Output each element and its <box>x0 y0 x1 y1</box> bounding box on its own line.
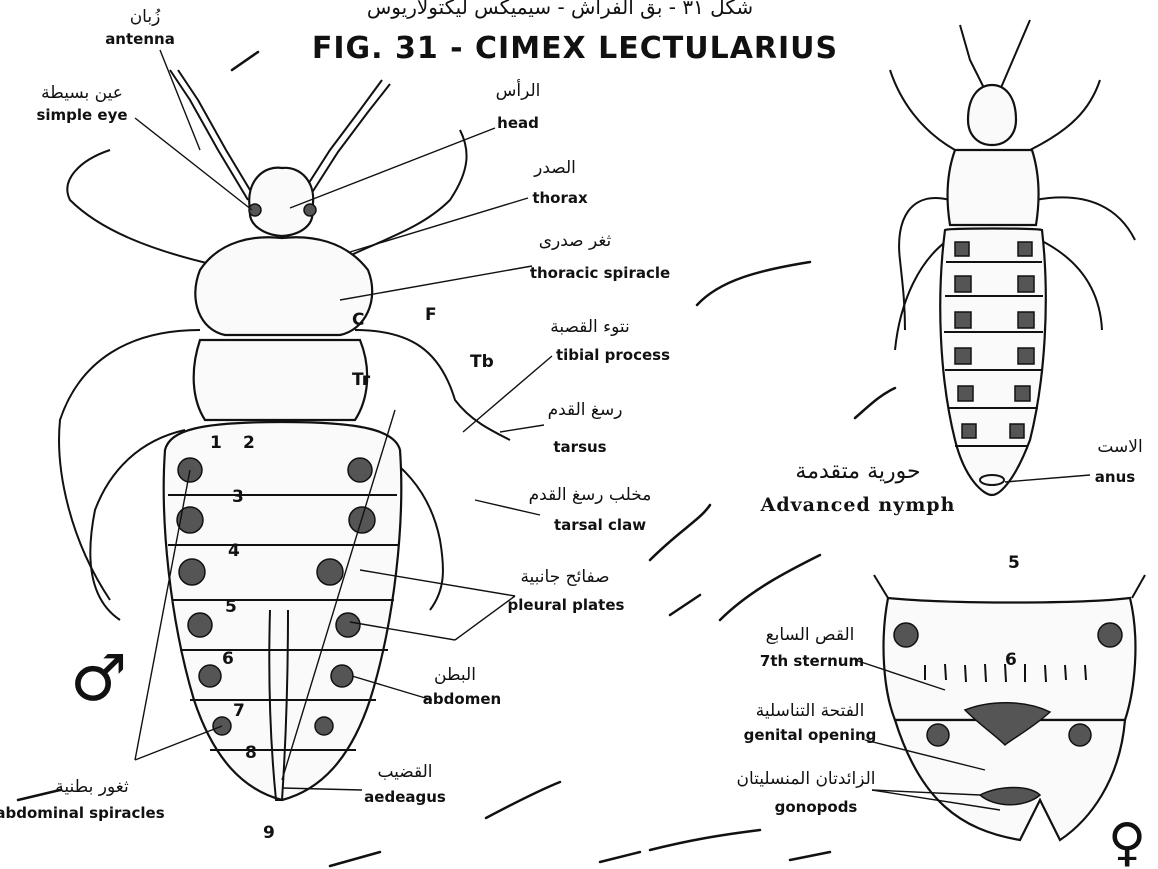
label-tarsal-claw: مخلب رسغ القدم tarsal claw <box>475 485 651 534</box>
leg-letter-coxa: C <box>352 310 364 330</box>
svg-text:gonopods: gonopods <box>775 798 858 816</box>
svg-text:الاست: الاست <box>1097 437 1142 457</box>
svg-text:ثغر صدرى: ثغر صدرى <box>539 231 612 251</box>
svg-text:7th sternum: 7th sternum <box>760 652 864 670</box>
segment-number: 3 <box>232 487 244 507</box>
svg-text:tarsal claw: tarsal claw <box>554 516 646 534</box>
svg-text:القص السابع: القص السابع <box>766 625 855 645</box>
svg-text:مخلب رسغ القدم: مخلب رسغ القدم <box>529 485 652 505</box>
label-simple-eye: عين بسيطة simple eye <box>36 83 252 210</box>
segment-number: 6 <box>222 649 234 669</box>
svg-text:genital opening: genital opening <box>744 726 877 744</box>
segment-number: 2 <box>243 433 255 453</box>
female-segment-5: 5 <box>1008 553 1020 573</box>
svg-text:الصدر: الصدر <box>533 158 576 178</box>
svg-text:abdominal spiracles: abdominal spiracles <box>0 804 165 822</box>
svg-text:antenna: antenna <box>105 30 175 48</box>
svg-text:thoracic spiracle: thoracic spiracle <box>530 264 670 282</box>
leg-letter-tibia: Tb <box>470 352 494 372</box>
svg-text:الفتحة التناسلية: الفتحة التناسلية <box>756 701 865 721</box>
segment-number: 1 <box>210 433 222 453</box>
male-bedbug-illustration: 1 2 3 4 5 6 7 8 9 C F Tb Tr <box>59 70 510 843</box>
svg-text:صفائح جانبية: صفائح جانبية <box>520 567 609 587</box>
segment-number: 4 <box>228 541 240 561</box>
svg-text:head: head <box>497 114 539 132</box>
svg-text:simple eye: simple eye <box>36 106 127 124</box>
segment-number: 7 <box>233 701 245 721</box>
leg-letter-trochanter: Tr <box>352 370 371 390</box>
label-pleural-plates: صفائح جانبية pleural plates <box>360 567 625 640</box>
nymph-label-ar: حورية متقدمة <box>795 459 920 484</box>
female-segment-6: 6 <box>1005 650 1017 670</box>
segment-number: 8 <box>245 743 257 763</box>
svg-text:القضيب: القضيب <box>377 762 432 782</box>
segment-number: 9 <box>263 823 275 843</box>
svg-text:زُبان: زُبان <box>130 7 161 27</box>
svg-text:tibial process: tibial process <box>556 346 670 364</box>
svg-text:abdomen: abdomen <box>423 690 501 708</box>
svg-text:thorax: thorax <box>532 189 588 207</box>
svg-text:anus: anus <box>1095 468 1135 486</box>
svg-text:الرأس: الرأس <box>496 79 541 101</box>
figure-title: FIG. 31 - CIMEX LECTULARIUS <box>312 31 838 66</box>
leg-letter-femur: F <box>425 305 437 325</box>
svg-text:aedeagus: aedeagus <box>364 788 446 806</box>
nymph-label-en: Advanced nymph <box>760 494 956 516</box>
label-tarsus: رسغ القدم tarsus <box>500 400 622 456</box>
svg-text:tarsus: tarsus <box>553 438 606 456</box>
svg-text:pleural plates: pleural plates <box>508 596 625 614</box>
label-antenna: زُبان antenna <box>105 7 200 150</box>
female-symbol: ♀ <box>1108 813 1146 869</box>
svg-text:نتوء القصبة: نتوء القصبة <box>550 317 630 337</box>
male-symbol: ♂ <box>70 642 127 716</box>
nymph-illustration <box>890 20 1135 495</box>
svg-text:الزائدتان المنسليتان: الزائدتان المنسليتان <box>736 769 875 789</box>
svg-text:ثغور بطنية: ثغور بطنية <box>55 777 129 797</box>
svg-text:رسغ القدم: رسغ القدم <box>548 400 623 420</box>
segment-number: 5 <box>225 597 237 617</box>
top-caption: شكل ٣١ - بق الفراش - سيميكس ليكتولاريوس <box>367 0 753 19</box>
label-head: الرأس head <box>290 79 540 208</box>
label-thoracic-spiracle: ثغر صدرى thoracic spiracle <box>340 231 670 300</box>
svg-text:عين بسيطة: عين بسيطة <box>41 83 123 103</box>
svg-text:البطن: البطن <box>434 665 476 685</box>
